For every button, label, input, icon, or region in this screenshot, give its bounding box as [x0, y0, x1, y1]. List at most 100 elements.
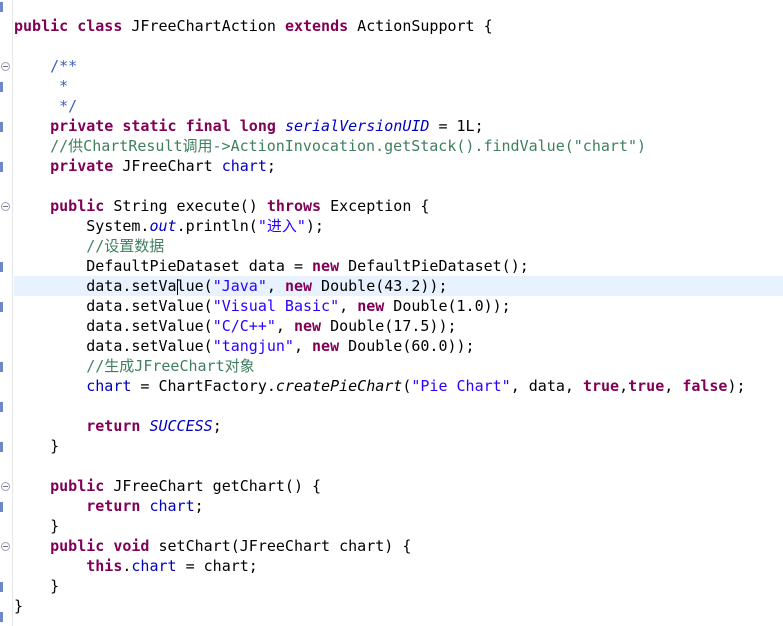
code-line-9[interactable] [14, 176, 783, 196]
code-text: } [14, 597, 24, 615]
code-line-28[interactable]: this.chart = chart; [14, 556, 783, 576]
keyword: return [86, 497, 141, 515]
gutter-marker [0, 612, 3, 622]
javadoc: * [59, 77, 69, 95]
code-line-14[interactable]: data.setValue("Java", new Double(43.2)); [14, 276, 783, 296]
keyword: class [77, 17, 123, 35]
keyword: public [50, 197, 105, 215]
code-line-23[interactable] [14, 456, 783, 476]
code-text: Exception { [321, 197, 430, 215]
code-text [14, 237, 86, 255]
keyword: final [185, 117, 231, 135]
code-line-26[interactable]: } [14, 516, 783, 536]
keyword: public [14, 17, 69, 35]
code-line-4[interactable]: * [14, 76, 783, 96]
fold-collapse-icon[interactable] [1, 542, 10, 551]
code-text [104, 537, 113, 555]
code-text: .println( [176, 217, 258, 235]
gutter-marker [0, 362, 3, 372]
code-line-5[interactable]: */ [14, 96, 783, 116]
keyword: extends [284, 17, 349, 35]
code-line-3[interactable]: /** [14, 56, 783, 76]
code-line-22[interactable]: } [14, 436, 783, 456]
code-text: setChart(JFreeChart chart) { [149, 537, 412, 555]
keyword: new [312, 337, 340, 355]
code-text [14, 497, 86, 515]
code-line-15[interactable]: data.setValue("Visual Basic", new Double… [14, 296, 783, 316]
keyword: new [357, 297, 385, 315]
code-line-20[interactable] [14, 396, 783, 416]
static-field-ref: SUCCESS [149, 417, 213, 435]
code-text: , [339, 297, 358, 315]
code-text: } [14, 517, 60, 535]
code-text: . [122, 557, 132, 575]
code-line-8[interactable]: private JFreeChart chart; [14, 156, 783, 176]
code-line-27[interactable]: public void setChart(JFreeChart chart) { [14, 536, 783, 556]
comment: //生成JFreeChart对象 [86, 357, 255, 375]
code-line-19[interactable]: chart = ChartFactory.createPieChart("Pie… [14, 376, 783, 396]
code-line-1[interactable]: public class JFreeChartAction extends Ac… [14, 16, 783, 36]
code-text: lue( [176, 277, 213, 295]
gutter-marker [0, 122, 3, 132]
code-text: ; [194, 497, 204, 515]
code-text: System. [14, 217, 150, 235]
code-line-10[interactable]: public String execute() throws Exception… [14, 196, 783, 216]
code-line-6[interactable]: private static final long serialVersionU… [14, 116, 783, 136]
code-text: data.setValue( [14, 317, 213, 335]
code-text: } [14, 437, 60, 455]
code-line-18[interactable]: //生成JFreeChart对象 [14, 356, 783, 376]
static-field-ref: serialVersionUID [284, 117, 430, 135]
code-text [276, 117, 285, 135]
code-line-12[interactable]: //设置数据 [14, 236, 783, 256]
code-text: ActionSupport { [348, 17, 493, 35]
keyword: throws [266, 197, 322, 215]
code-line-7[interactable]: //供ChartResult调用->ActionInvocation.getSt… [14, 136, 783, 156]
editor-gutter[interactable] [0, 0, 12, 626]
code-text: = 1L; [429, 117, 484, 135]
code-line-29[interactable]: } [14, 576, 783, 596]
keyword: new [284, 277, 313, 295]
code-text [14, 417, 86, 435]
gutter-marker [0, 582, 3, 592]
field-ref: chart [131, 557, 177, 575]
string-literal: "进入" [257, 217, 306, 235]
field-ref: chart [149, 497, 195, 515]
code-text: data.setValue( [14, 337, 213, 355]
code-text: Double(43.2)); [312, 277, 448, 295]
code-text: , [275, 317, 294, 335]
code-line-11[interactable]: System.out.println("进入"); [14, 216, 783, 236]
code-line-25[interactable]: return chart; [14, 496, 783, 516]
code-text: , data, [510, 377, 583, 395]
code-text [231, 117, 240, 135]
code-text: , [293, 337, 313, 355]
code-line-30[interactable]: } [14, 596, 783, 616]
keyword: false [682, 377, 728, 395]
code-editor[interactable]: public class JFreeChartAction extends Ac… [14, 16, 783, 616]
code-text: , [266, 277, 285, 295]
code-text: = chart; [176, 557, 258, 575]
fold-collapse-icon[interactable] [1, 202, 10, 211]
code-text: Double(60.0)); [339, 337, 475, 355]
code-text [14, 537, 50, 555]
code-line-2[interactable] [14, 36, 783, 56]
code-text: ; [266, 157, 276, 175]
fold-collapse-icon[interactable] [1, 62, 10, 71]
comment: //供ChartResult调用->ActionInvocation.getSt… [50, 137, 647, 155]
keyword: void [113, 537, 150, 555]
code-text [14, 377, 86, 395]
gutter-marker [0, 82, 3, 92]
code-text: ); [727, 377, 746, 395]
code-text: , [619, 377, 629, 395]
code-line-24[interactable]: public JFreeChart getChart() { [14, 476, 783, 496]
code-line-13[interactable]: DefaultPieDataset data = new DefaultPieD… [14, 256, 783, 276]
code-text: Double(17.5)); [321, 317, 457, 335]
code-line-21[interactable]: return SUCCESS; [14, 416, 783, 436]
code-line-17[interactable]: data.setValue("tangjun", new Double(60.0… [14, 336, 783, 356]
code-text: ; [212, 417, 222, 435]
gutter-marker [0, 302, 3, 312]
keyword: long [239, 117, 276, 135]
string-literal: "Visual Basic" [212, 297, 340, 315]
code-text [14, 77, 59, 95]
fold-collapse-icon[interactable] [1, 482, 10, 491]
code-line-16[interactable]: data.setValue("C/C++", new Double(17.5))… [14, 316, 783, 336]
